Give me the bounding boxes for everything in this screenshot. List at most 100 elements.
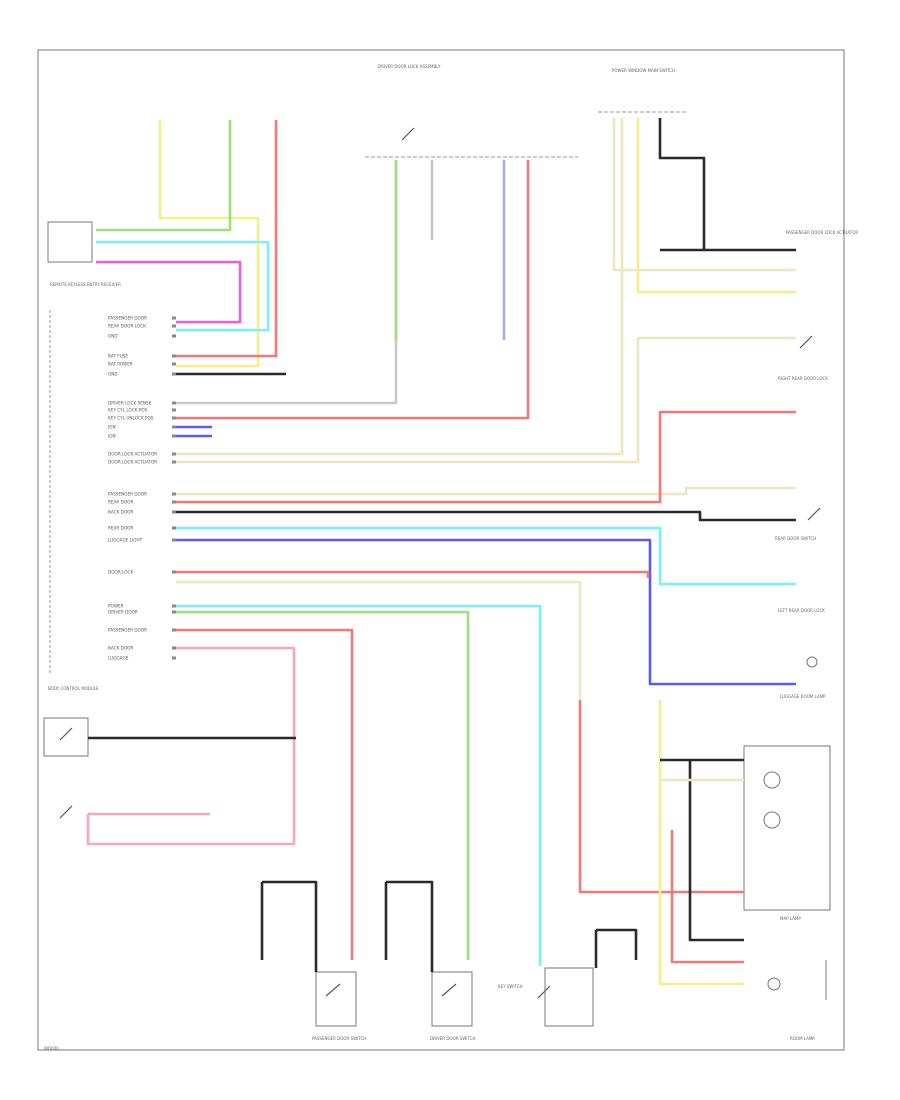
bcm-terminal-pin [172,362,176,366]
rear-door-switch-label: REAR DOOR SWITCH [775,536,816,541]
wire-magenta-remote [96,260,242,324]
bcm-terminal-label: BAT POWER [108,362,133,367]
right-rear-lock-label: RIGHT REAR DOOR LOCK [778,376,828,381]
bcm-terminal-pin [172,416,176,420]
bcm-terminal-label: KEY CYL LOCK POS [108,408,148,413]
wire-black-key [596,928,638,960]
bcm-terminal-label: LUGGAGE LIGHT [108,538,143,543]
passenger-door-switch-box [315,971,357,1027]
wire-yellow-room [658,700,744,986]
bcm-terminal-pin [172,316,176,320]
bcm-terminal-pin [172,570,176,574]
luggage-lamp-bulb [806,656,818,668]
bcm-terminal-pin [172,610,176,614]
key-switch-label: KEY SWITCH [498,984,523,989]
driver-door-switch-label: DRIVER DOOR SWITCH [430,1036,475,1041]
bcm-terminal-label: LUGGAGE [108,656,129,661]
map-lamp-box [743,745,831,911]
remote-receiver-box [47,221,93,263]
driver-lock-switch [401,127,415,141]
wire-yellow-remote [158,120,260,368]
bcm-terminal-label: DOOR LOCK [108,570,133,575]
wire-cyan-rear-door [176,526,796,586]
passenger-door-switch [325,983,341,997]
bcm-terminal-pin [172,510,176,514]
map-lamp-label: MAP LAMP [780,916,801,921]
wire-black-pass-sw [262,880,318,972]
bcm-terminal-pin [172,372,176,376]
wire-red-keycyl [176,160,530,420]
wire-red-rear-door [176,410,796,504]
back-door-switch [59,805,73,819]
wire-cream-pass-door [176,486,796,496]
bcm-terminal-pin [172,334,176,338]
power-window-label: POWER WINDOW MAIN SWITCH [612,68,675,73]
bcm-terminal-label: PASSENGER DOOR [108,316,147,321]
bcm-terminal-pin [172,425,176,429]
bcm-terminal-pin [172,434,176,438]
map-lamp-bulb-2 [763,811,781,829]
bcm-terminal-label: GND [108,334,118,339]
wire-red-door-lock [176,570,650,578]
bcm-terminal-label: BAT FUSE [108,354,128,359]
key-switch [537,985,551,999]
bcm-terminal-pin [172,492,176,496]
bcm-terminal-label: GND [108,372,118,377]
wire-cyan-remote [96,240,270,332]
labels: PASSENGER DOOR REAR DOOR LOCK GND BAT FUSE B… [59,127,821,999]
wire-black-room [688,760,744,942]
passenger-door-switch-label: PASSENGER DOOR SWITCH [312,1036,366,1041]
bcm-terminal-label: DRIVER LOCK SENSE [108,401,152,406]
bcm-terminal-label: REAR DOOR LOCK [108,324,146,329]
bcm-terminal-label: IGN [108,434,116,439]
left-rear-switch [59,727,73,741]
wire-red-map-lamp [578,700,744,894]
bcm-label: BODY CONTROL MODULE [48,686,99,691]
right-rear-switch [799,335,813,349]
bcm-terminal-label: DOOR LOCK ACTUATOR [108,460,157,465]
diagram-frame [37,49,845,1051]
rear-door-switch [807,507,821,521]
wire-cream-actuator-1 [176,118,624,456]
wire-red-passenger [176,628,354,960]
wire-black-pw [658,118,706,250]
bcm-terminal-label: DRIVER DOOR [108,610,138,615]
room-lamp-label: ROOM LAMP [790,1036,815,1041]
bcm-terminal-pin [172,646,176,650]
wire-cyan-power [176,604,542,966]
wire-green-remote [96,120,232,232]
luggage-lamp-label: LUGGAGE ROOM LAMP [780,694,826,699]
driver-door-switch [441,983,457,997]
left-rear-switch-box [43,717,89,757]
bcm-terminal-pin [172,324,176,328]
wires [86,118,796,986]
wire-black-back-door [176,510,796,522]
bcm-terminal-pin [172,526,176,530]
bcm-terminal-label: PASSENGER DOOR [108,628,147,633]
bcm-terminal-pin [172,604,176,608]
bcm-terminal-label: KEY CYL UNLOCK POS [108,416,154,421]
bcm-terminal-pin [172,628,176,632]
wire-blue-luggage [176,538,796,686]
footer-code: WD000 [44,1046,59,1051]
bcm-terminal-pin [172,538,176,542]
bcm-terminal-label: PASSENGER DOOR [108,492,147,497]
wire-cream-pw [612,118,796,272]
bcm-terminal-pin [172,656,176,660]
bcm-terminal-label: DOOR LOCK ACTUATOR [108,452,157,457]
left-rear-lock-label: LEFT REAR DOOR LOCK [778,608,825,613]
key-switch-box [544,967,594,1027]
driver-lock-label: DRIVER DOOR LOCK ASSEMBLY [378,64,441,69]
bcm-terminal-pin [172,401,176,405]
bcm-terminal-pin [172,460,176,464]
driver-door-switch-box [431,971,473,1027]
bcm-terminal-label: REAR DOOR [108,526,133,531]
map-lamp-bulb-1 [763,771,781,789]
bcm-terminal-pin [172,500,176,504]
wire-red-batpower [176,120,278,358]
wire-cream-actuator-2 [176,336,796,464]
wire-pink-back-door [86,646,296,846]
bcm-terminal-label: BACK DOOR [108,646,133,651]
